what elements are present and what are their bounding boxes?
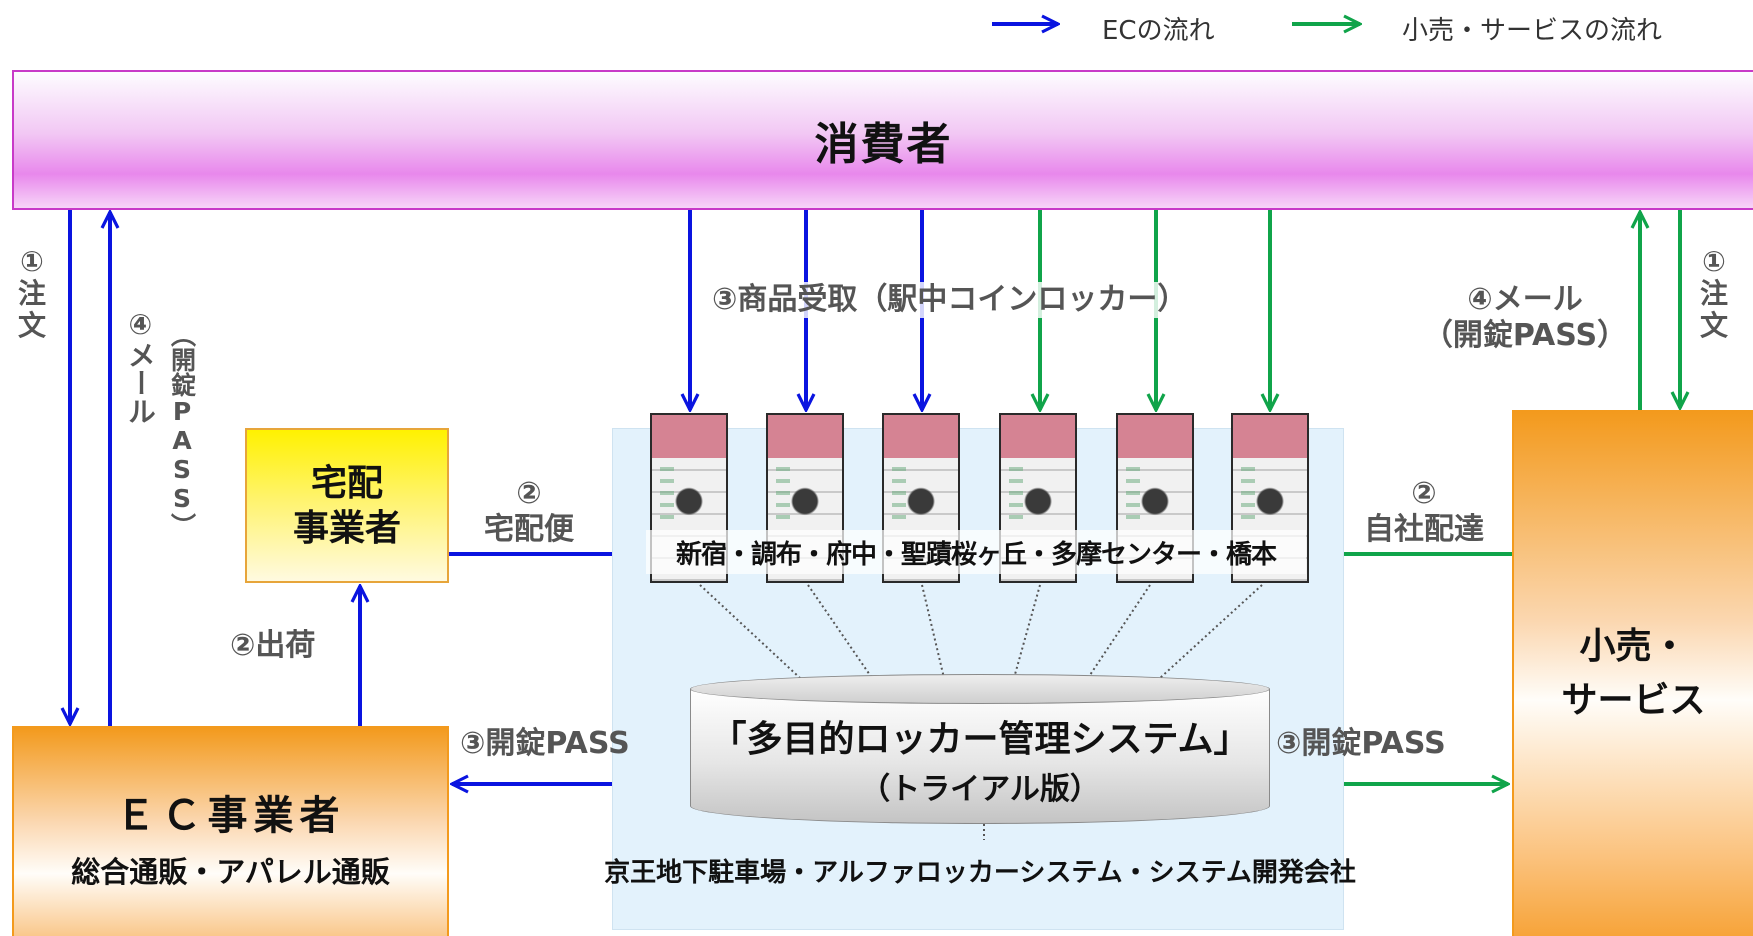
legend-retail-label: 小売・サービスの流れ <box>1402 16 1663 46</box>
stations-label: 新宿・調布・府中・聖蹟桜ヶ丘・多摩センター・橋本 <box>646 530 1306 574</box>
connector-5 <box>1087 584 1151 679</box>
self-delivery-text: 自社配達 <box>1364 512 1484 547</box>
left-mail-number: ④ <box>123 308 157 341</box>
delivery-company-line2: 事業者 <box>292 507 401 549</box>
left-order-number: ① <box>20 245 44 278</box>
ec-business-title: ＥＣ事業者 <box>115 793 346 839</box>
left-mail-label: ④メール <box>123 308 157 425</box>
retail-line2: サービス <box>1561 680 1706 721</box>
retail-unlock-pass-label: ③開錠PASS <box>1276 726 1446 761</box>
self-delivery-number: ② <box>1411 476 1437 511</box>
connector-4 <box>1013 584 1041 679</box>
right-order-number: ① <box>1702 245 1726 278</box>
partners-label: 京王地下駐車場・アルファロッカーシステム・システム開発会社 <box>604 858 1356 888</box>
pickup-label: ③商品受取（駅中コインロッカー） <box>708 282 1192 318</box>
right-order-char-1: 注 <box>1700 277 1729 311</box>
system-subtitle: （トライアル版） <box>860 772 1100 807</box>
ec-business-box: ＥＣ事業者 総合通販・アパレル通販 <box>12 726 449 936</box>
left-order-char-1: 注 <box>18 277 47 311</box>
system-cylinder-top <box>690 674 1270 704</box>
right-mail-label: ④メール （開錠PASS） <box>1410 282 1640 354</box>
right-mail-pass: （開錠PASS） <box>1422 318 1628 353</box>
ec-unlock-pass-label: ③開錠PASS <box>460 726 630 761</box>
connector-2 <box>807 584 873 679</box>
left-order-char-2: 文 <box>18 309 47 343</box>
delivery-company-line1: 宅配 <box>310 462 383 504</box>
left-order-label: ① 注 文 <box>18 245 47 343</box>
shipping-label: ②出荷 <box>230 628 316 663</box>
delivery-company-box: 宅配 事業者 <box>245 428 449 583</box>
courier-text: 宅配便 <box>484 512 574 547</box>
courier-label: ② 宅配便 <box>462 476 596 548</box>
system-cylinder: 「多目的ロッカー管理システム」 （トライアル版） <box>690 689 1270 824</box>
self-delivery-label: ② 自社配達 <box>1344 476 1504 548</box>
consumer-label: 消費者 <box>814 119 953 170</box>
ec-business-subtitle: 総合通販・アパレル通販 <box>71 855 390 889</box>
retail-line1: 小売・ <box>1579 626 1688 667</box>
retail-box: 小売・ サービス <box>1512 410 1753 936</box>
right-mail-text: ④メール <box>1467 282 1583 317</box>
connector-1 <box>699 584 801 679</box>
right-order-label: ① 注 文 <box>1700 245 1729 343</box>
connector-6 <box>1159 584 1263 679</box>
left-mail-text: メール <box>123 341 157 425</box>
legend-ec-label: ECの流れ <box>1102 16 1215 46</box>
courier-number: ② <box>516 476 542 511</box>
system-title: 「多目的ロッカー管理システム」 <box>710 719 1250 760</box>
right-order-char-2: 文 <box>1700 309 1729 343</box>
connector-3 <box>921 584 945 679</box>
left-mail-pass-label: （開錠PASS） <box>167 322 197 538</box>
consumer-box: 消費者 <box>12 70 1753 210</box>
